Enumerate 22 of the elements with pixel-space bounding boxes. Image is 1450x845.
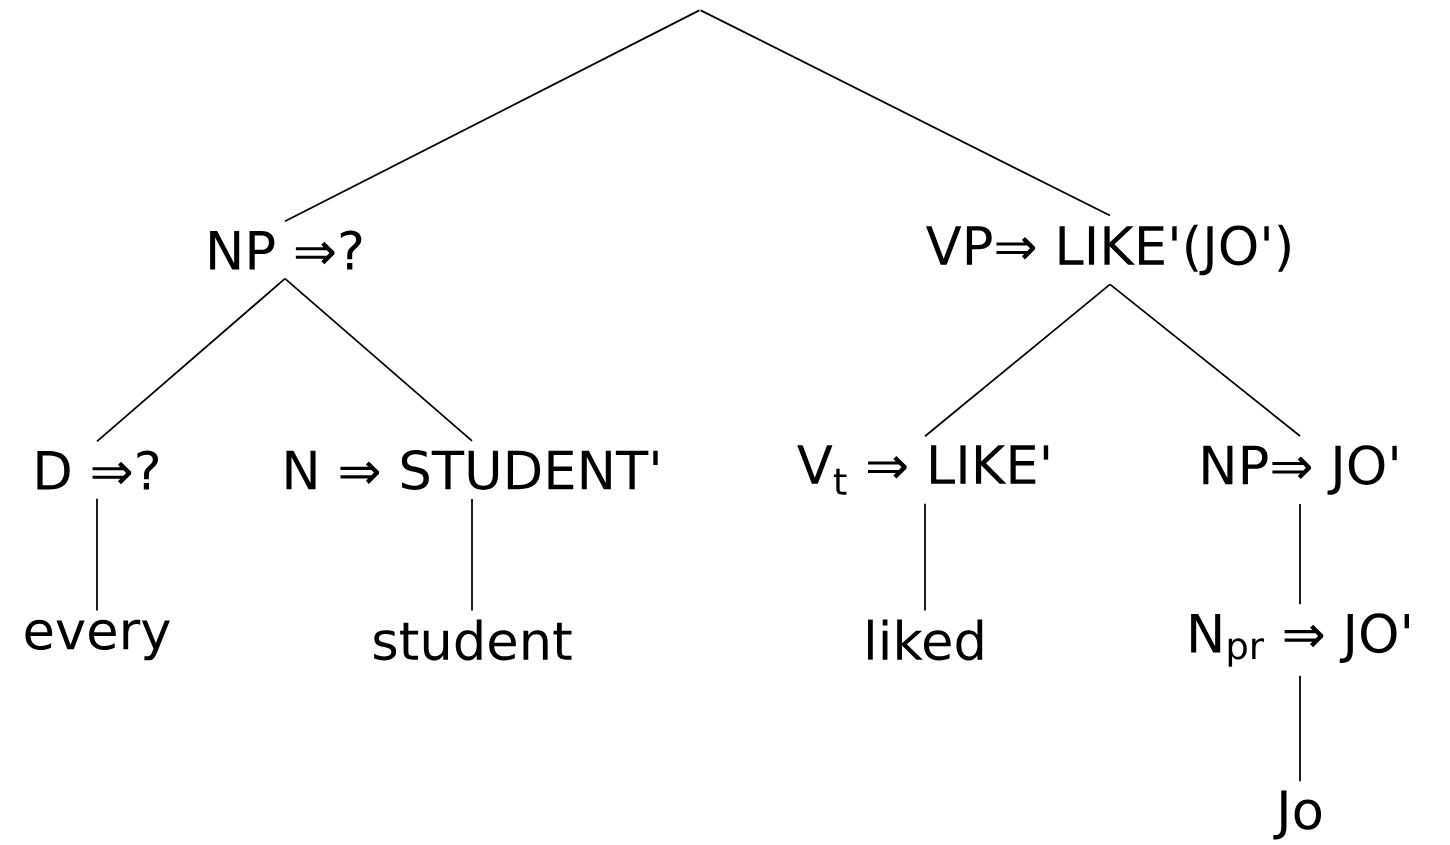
tree-label: NP⇒ JO' [1203,445,1397,495]
tree-label: every [25,619,170,661]
tree-label: N ⇒ STUDENT' [286,450,658,490]
tree-label: student [374,619,572,661]
tree-branch [1109,283,1301,437]
tree-label: V$_{t}$ ⇒ LIKE' [797,445,1049,495]
tree-branch [924,502,926,612]
tree-branch [1299,503,1301,606]
tree-branch [924,283,1111,438]
tree-label: VP⇒ LIKE'(JO') [926,224,1290,276]
tree-label: N$_{pr}$ ⇒ JO' [1191,613,1409,667]
tree-branch [284,9,701,223]
tree-branch [699,9,1111,217]
tree-label: D ⇒? [37,450,159,490]
tree-label: NP ⇒? [210,230,362,270]
tree-branch [1299,674,1301,783]
tree-branch [471,498,473,612]
tree-label: liked [868,619,983,661]
tree-label: Jo [1273,790,1322,840]
tree-branch [96,277,286,443]
tree-branch [96,497,98,612]
tree-branch [284,277,473,442]
